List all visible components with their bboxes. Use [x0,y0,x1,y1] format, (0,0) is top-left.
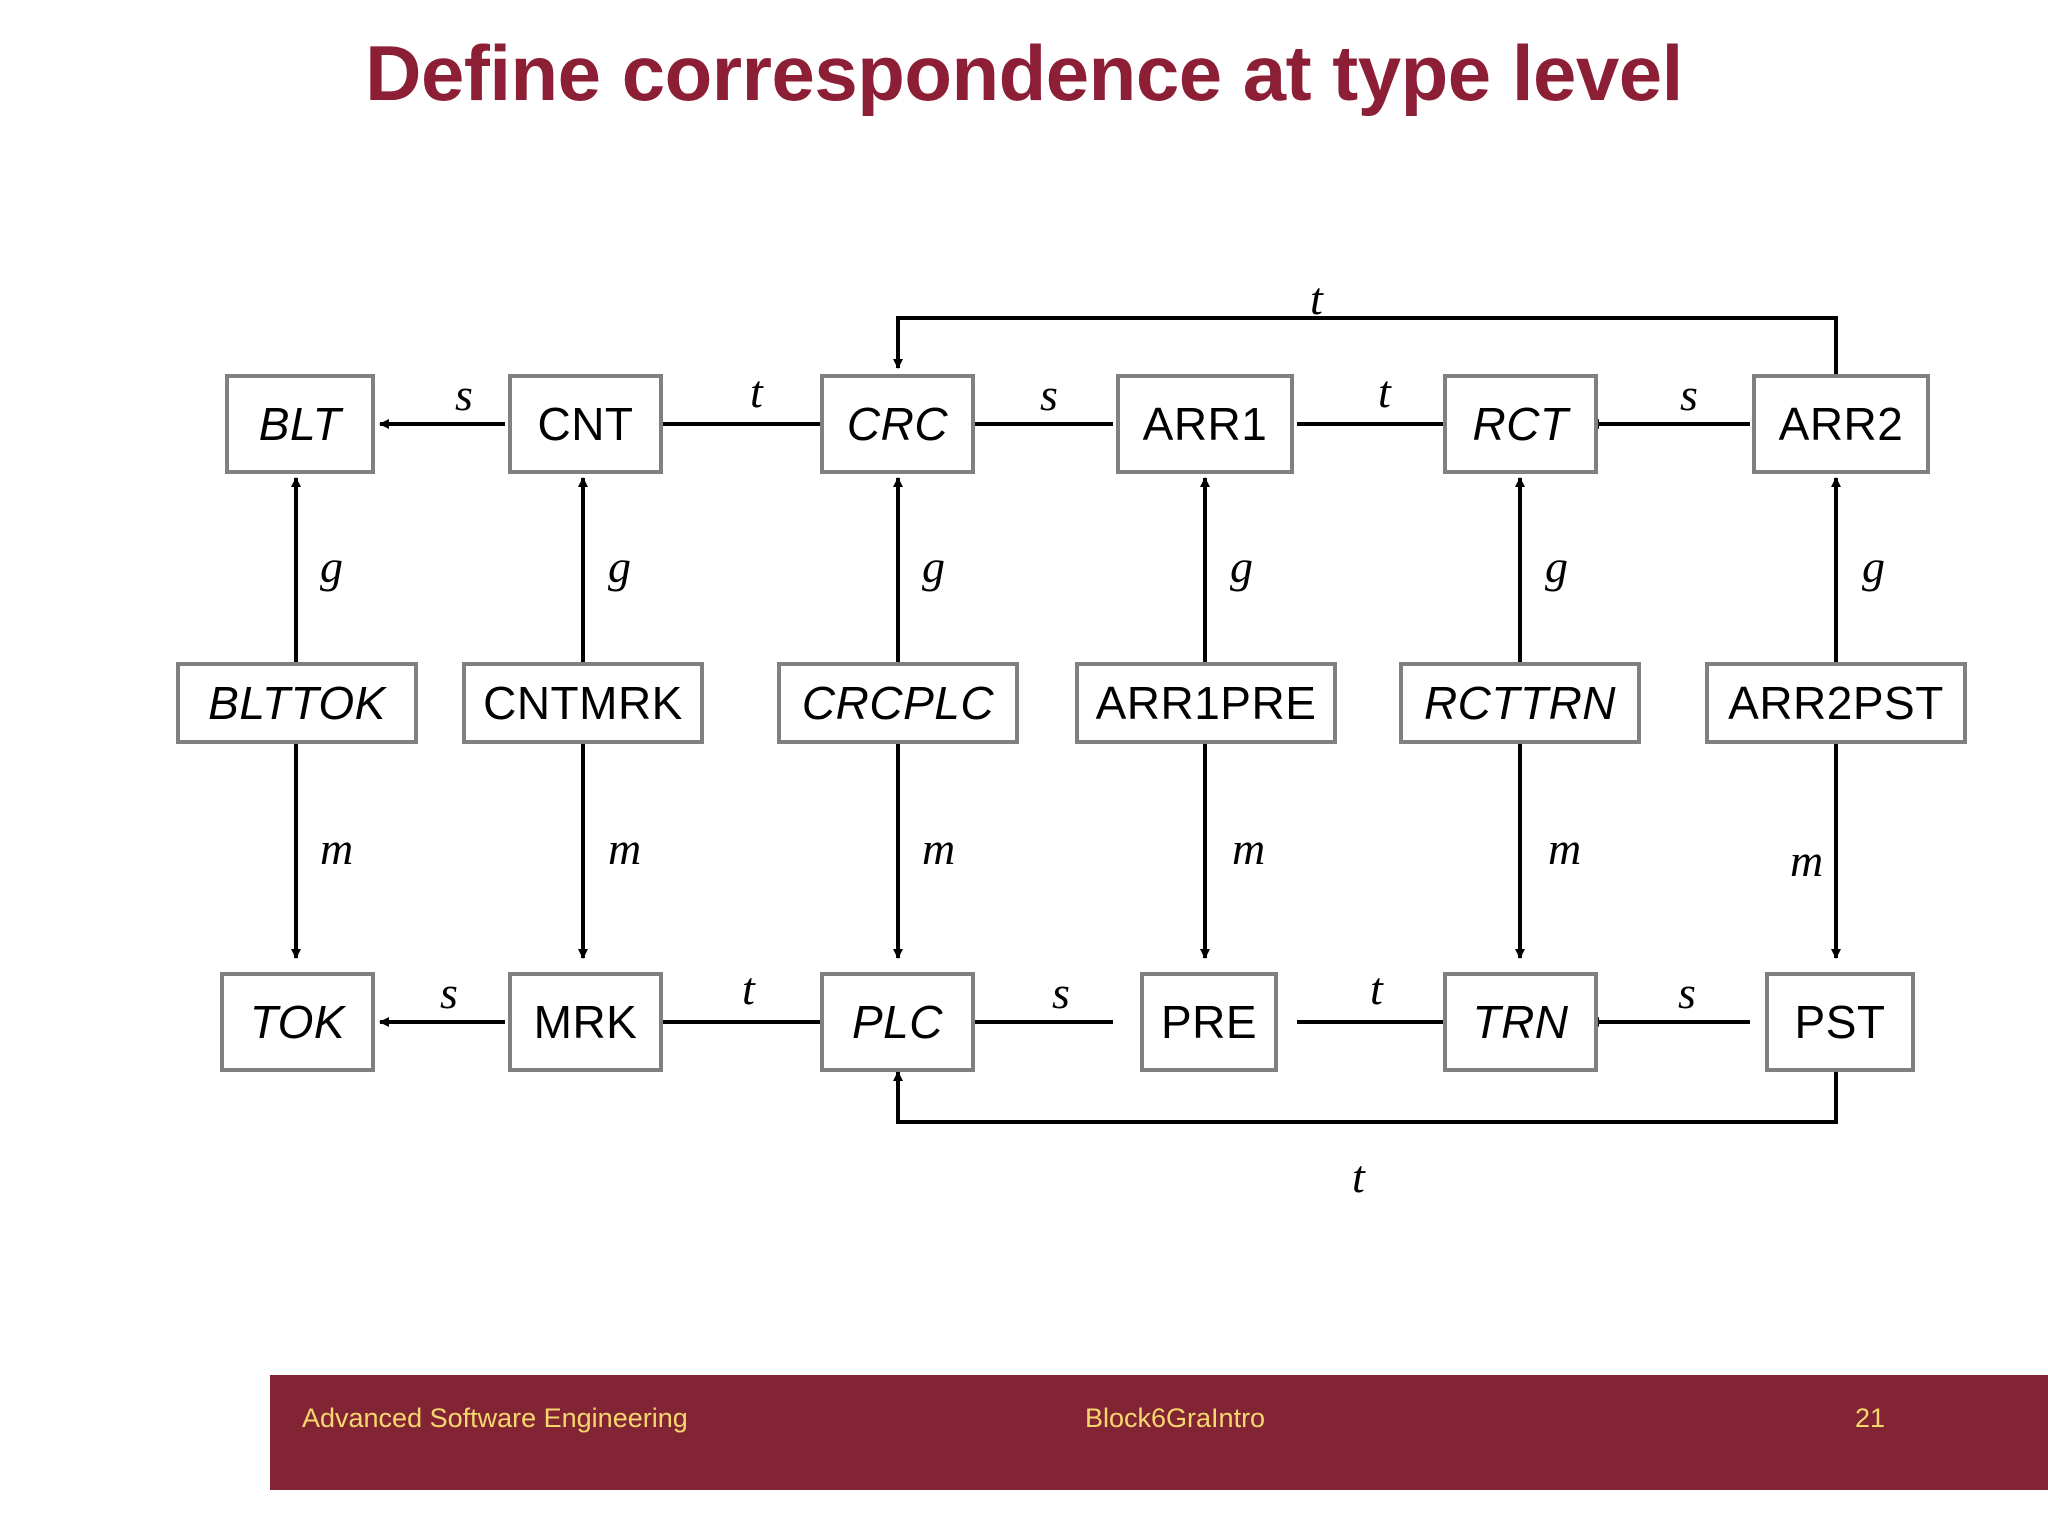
edge-label-g-blt: g [320,541,343,592]
edge-label-g-arr1: g [1230,541,1253,592]
node-cnt[interactable]: CNT [508,374,663,474]
edge-label-m-tok: m [320,823,354,874]
footer-page-number: 21 [1855,1403,1886,1433]
node-mrk[interactable]: MRK [508,972,663,1072]
edge-label-bottom-feedback-t: t [1352,1151,1365,1202]
node-plc[interactable]: PLC [820,972,975,1072]
edge-label-top-s-crc-arr1: s [1040,369,1058,420]
node-pre[interactable]: PRE [1140,972,1278,1072]
edge-label-bot-t-pre-trn: t [1370,963,1383,1014]
node-blt[interactable]: BLT [225,374,375,474]
edge-label-bot-s-trn-pst: s [1678,967,1696,1018]
node-arr2[interactable]: ARR2 [1752,374,1930,474]
edge-label-g-crc: g [922,541,945,592]
footer-deck-name: Block6GraIntro [1085,1403,1266,1433]
edge-label-g-rct: g [1545,541,1568,592]
edge-label-g-cnt: g [608,541,631,592]
edge-label-m-trn: m [1548,823,1582,874]
edge-label-m-mrk: m [608,823,642,874]
footer-course-name: Advanced Software Engineering [302,1403,688,1433]
node-arr2pst[interactable]: ARR2PST [1705,662,1967,744]
edge-label-top-feedback-t: t [1310,273,1323,324]
footer-bar [270,1375,2048,1490]
node-pst[interactable]: PST [1765,972,1915,1072]
edge-label-g-arr2: g [1862,541,1885,592]
node-cntmrk[interactable]: CNTMRK [462,662,704,744]
node-rcttrn[interactable]: RCTTRN [1399,662,1641,744]
edge-label-bot-s-tok-mrk: s [440,967,458,1018]
edge-label-bot-t-mrk-plc: t [742,963,755,1014]
node-crc[interactable]: CRC [820,374,975,474]
edge-label-bot-s-plc-pre: s [1052,967,1070,1018]
edge-label-m-plc: m [922,823,956,874]
type-level-correspondence-diagram: BLT CNT CRC ARR1 RCT ARR2 BLTTOK CNTMRK … [176,273,1967,1202]
node-rct[interactable]: RCT [1443,374,1598,474]
edge-label-top-s-rct-arr2: s [1680,369,1698,420]
edge-label-m-pre: m [1232,823,1266,874]
node-arr1pre[interactable]: ARR1PRE [1075,662,1337,744]
edge-label-top-t-cnt-crc: t [750,366,763,417]
node-trn[interactable]: TRN [1443,972,1598,1072]
edge-label-m-pst: m [1790,835,1824,886]
node-crcplc[interactable]: CRCPLC [777,662,1019,744]
node-tok[interactable]: TOK [220,972,375,1072]
page-title: Define correspondence at type level [365,29,1683,117]
edge-label-top-s-blt-cnt: s [455,369,473,420]
node-blttok[interactable]: BLTTOK [176,662,418,744]
node-arr1[interactable]: ARR1 [1116,374,1294,474]
edge-label-top-t-arr1-rct: t [1378,366,1391,417]
